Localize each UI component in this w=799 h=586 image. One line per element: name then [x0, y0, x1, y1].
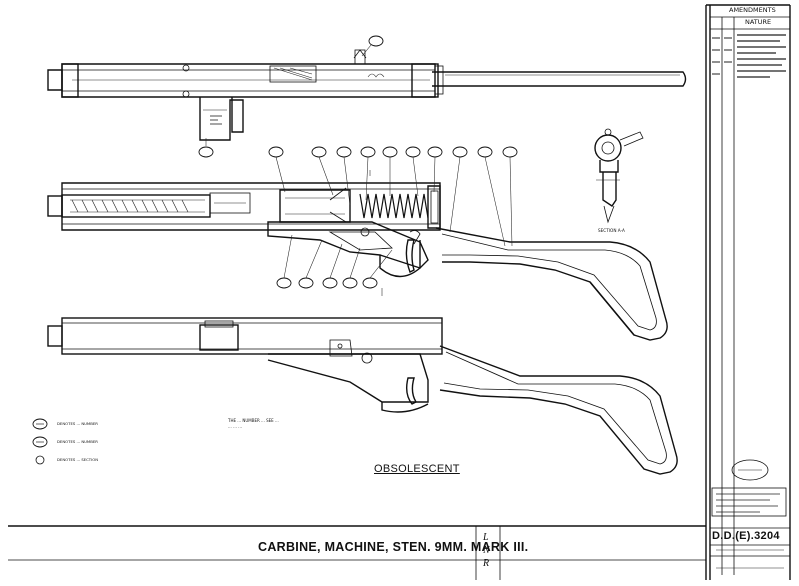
section-aa-label: SECTION A-A	[598, 228, 625, 233]
legend-entry-1: DENOTES ... NUMBER	[57, 421, 98, 426]
amendments-heading: AMENDMENTS	[729, 6, 776, 14]
spring-icon	[359, 193, 429, 219]
balloon-icon	[198, 35, 384, 158]
signature-initials: L N R	[483, 532, 490, 569]
status-stamp: OBSOLESCENT	[374, 463, 460, 475]
side-view	[47, 317, 678, 475]
drawing-title: CARBINE, MACHINE, STEN. 9MM. MARK III.	[258, 540, 529, 554]
section-view	[47, 170, 668, 341]
sheet-border	[8, 4, 791, 580]
legend-symbols	[32, 418, 48, 465]
magazine-housing-icon	[199, 97, 244, 141]
legend-entry-3: DENOTES ... SECTION	[57, 457, 99, 462]
top-view	[47, 49, 687, 141]
barrel-icon	[432, 71, 687, 87]
callouts	[198, 35, 518, 289]
section-detail	[594, 128, 644, 224]
legend-entry-2: DENOTES ... NUMBER	[57, 439, 98, 444]
drawing-number: D.D.(E).3204	[712, 530, 780, 542]
trigger-icon	[405, 239, 415, 273]
stock-icon	[435, 227, 668, 341]
amendments-table	[710, 16, 790, 575]
note-line-2: ... ... ...	[228, 424, 242, 429]
amendments-nature-label: NATURE	[745, 18, 772, 26]
note-line-1: THE ... NUMBER ... SEE ...	[228, 418, 279, 423]
